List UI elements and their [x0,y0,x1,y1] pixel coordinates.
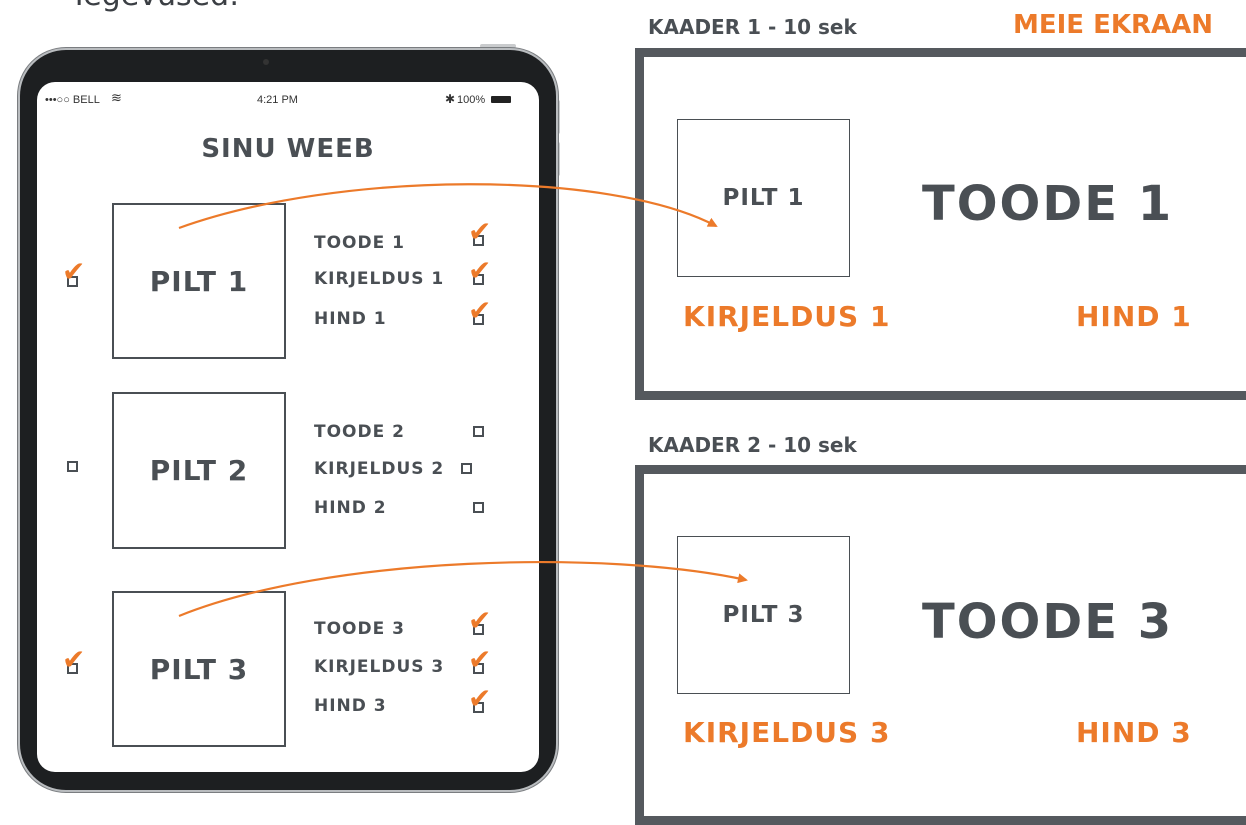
arrow-item3-to-frame2 [178,561,748,618]
field-checkbox[interactable]: ✔ [468,685,491,713]
item-price: HIND 2 [314,498,387,518]
field-checkbox[interactable] [461,463,472,474]
item-description: KIRJELDUS 1 [314,269,445,289]
item-price: HIND 1 [314,309,387,329]
item-description: KIRJELDUS 3 [314,657,445,677]
frame-1 [635,48,1246,400]
battery-percent: 100% [457,94,486,106]
field-checkbox[interactable] [473,502,484,513]
frame-product: TOODE 1 [922,176,1174,232]
field-checkbox[interactable]: ✔ [468,646,491,674]
frame-price: HIND 1 [1076,300,1192,333]
field-checkbox[interactable] [473,426,484,437]
wifi-icon: ≋ [111,91,122,106]
field-checkbox[interactable]: ✔ [468,218,491,246]
item-select-checkbox[interactable]: ✔ [62,258,85,287]
checkmark-icon: ✔ [62,255,86,288]
item-picture: PILT 3 [112,591,286,747]
item-product: TOODE 3 [314,619,405,639]
arrow-item1-to-frame1 [178,183,718,230]
item-price: HIND 3 [314,696,387,716]
item-description: KIRJELDUS 2 [314,459,445,479]
frame-picture: PILT 1 [677,119,850,277]
checkmark-icon: ✔ [468,215,492,248]
frame-description: KIRJELDUS 3 [683,716,891,749]
status-time: 4:21 PM [257,94,298,106]
carrier-signal: •••○○ BELL [45,94,100,106]
item-select-checkbox[interactable]: ✔ [62,646,85,674]
screen-title: MEIE EKRAAN [1013,10,1214,40]
frame-product: TOODE 3 [922,594,1174,650]
field-checkbox[interactable]: ✔ [468,607,491,635]
frame-label: KAADER 2 - 10 sek [648,433,857,457]
tablet-side-button [556,142,560,176]
frame-description: KIRJELDUS 1 [683,300,891,333]
checkmark-icon: ✔ [468,682,492,715]
bluetooth-icon: ✱ [445,92,456,106]
field-checkbox[interactable]: ✔ [468,257,491,285]
checkmark-icon: ✔ [468,604,492,637]
checkmark-icon: ✔ [468,254,492,287]
checkmark-icon: ✔ [468,643,492,676]
checkmark-icon: ✔ [62,643,86,676]
frame-label: KAADER 1 - 10 sek [648,15,857,39]
checkmark-icon: ✔ [468,294,492,327]
web-title: SINU WEEB [201,134,375,164]
tablet-side-button [556,100,560,134]
item-product: TOODE 1 [314,233,405,253]
item-picture: PILT 2 [112,392,286,549]
camera-icon [263,59,269,65]
tablet-top-button [480,44,516,48]
item-select-checkbox[interactable] [67,461,78,472]
frame-price: HIND 3 [1076,716,1192,749]
tablet-screen: •••○○ BELL ≋ 4:21 PM ✱ 100% SINU WEEB ✔ … [37,82,539,772]
battery-icon [491,96,511,103]
item-picture: PILT 1 [112,203,286,359]
cropped-heading: Tegevused: [70,0,239,13]
item-product: TOODE 2 [314,422,405,442]
frame-picture: PILT 3 [677,536,850,694]
field-checkbox[interactable]: ✔ [468,297,491,325]
